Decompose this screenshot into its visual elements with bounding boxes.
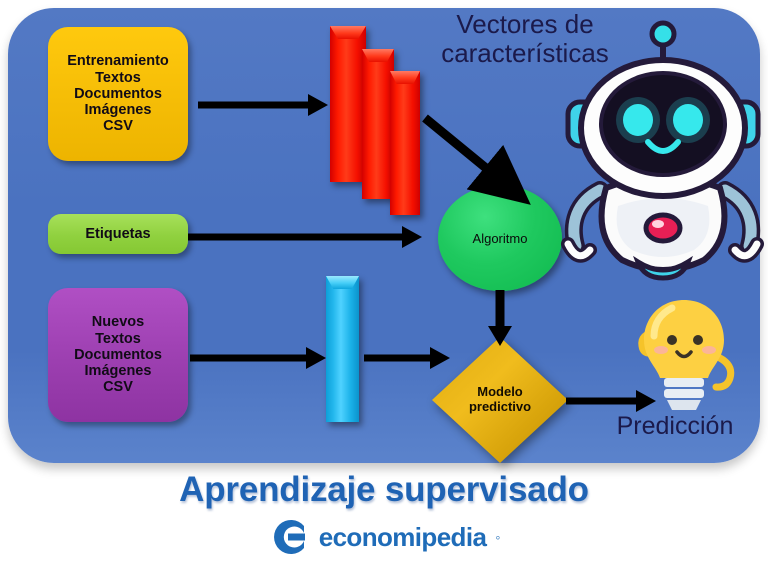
brand-logo: economipedia ◦	[0, 516, 768, 558]
node-predictive-model[interactable]: Modelo predictivo	[432, 337, 568, 463]
node-predictive-model-label: Modelo predictivo	[468, 384, 532, 414]
new-data-bar-top	[326, 276, 359, 289]
feature-bar-3-top	[390, 71, 420, 84]
arrow-labels-to-algorithm	[188, 226, 422, 248]
robot-mascot-icon	[561, 20, 764, 281]
arrow-shaft	[198, 101, 310, 109]
arrow-bars-to-algorithm	[422, 114, 531, 205]
feature-bar-2-face	[362, 49, 394, 199]
arrow-head	[308, 94, 328, 116]
new-data-bar	[326, 276, 359, 422]
arrow-head	[488, 326, 512, 346]
node-labels-label: Etiquetas	[85, 225, 151, 242]
arrow-head	[306, 347, 326, 369]
arrow-head	[636, 390, 656, 412]
node-training-data[interactable]: Entrenamiento Textos Documentos Imágenes…	[48, 27, 188, 161]
arrow-newdata-to-bar	[190, 347, 326, 369]
feature-bar-2	[362, 49, 394, 199]
node-labels[interactable]: Etiquetas	[48, 214, 188, 254]
node-new-data-label: Nuevos Textos Documentos Imágenes CSV	[74, 314, 162, 396]
feature-bar-3	[390, 71, 420, 215]
arrow-head	[430, 347, 450, 369]
feature-bar-1-face	[330, 26, 366, 182]
arrow-shaft	[566, 397, 638, 405]
arrow-shaft	[190, 354, 308, 362]
feature-bar-2-top	[362, 49, 394, 62]
node-training-data-label: Entrenamiento Textos Documentos Imágenes…	[67, 53, 169, 135]
feature-bar-1-top	[330, 26, 366, 39]
page-title: Aprendizaje supervisado	[179, 470, 589, 509]
arrow-shaft	[495, 290, 505, 328]
arrow-shaft	[188, 233, 404, 241]
brand-name: economipedia	[318, 521, 487, 552]
new-data-bar-face	[326, 276, 359, 422]
feature-bar-3-face	[390, 71, 420, 215]
arrow-model-to-prediction	[566, 390, 656, 412]
feature-bar-1	[330, 26, 366, 182]
brand-dot: ◦	[495, 529, 501, 545]
label-prediction: Predicción	[616, 412, 734, 440]
lightbulb-character-icon	[638, 300, 735, 410]
arrow-shaft	[364, 354, 432, 362]
arrow-algorithm-to-model	[488, 290, 512, 346]
arrow-head	[402, 226, 422, 248]
node-new-data[interactable]: Nuevos Textos Documentos Imágenes CSV	[48, 288, 188, 422]
label-feature-vectors: Vectores de características	[441, 9, 609, 69]
arrow-bar-to-model	[364, 347, 450, 369]
node-algorithm-label: Algoritmo	[472, 230, 528, 246]
economipedia-c-logo	[273, 520, 305, 554]
arrow-training-to-bars	[198, 94, 328, 116]
